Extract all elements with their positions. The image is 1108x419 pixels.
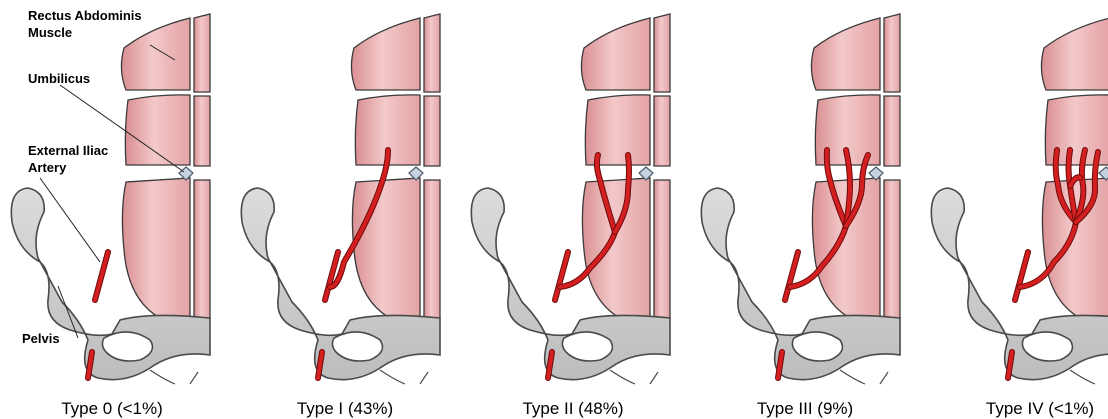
panel-caption: Type II (48%) xyxy=(522,399,623,418)
artery-label-line2: Artery xyxy=(28,160,67,175)
pubic-lines xyxy=(380,370,428,384)
rectus-label-line1: Rectus Abdominis xyxy=(28,8,142,23)
rectus-muscle xyxy=(121,14,210,318)
panel-type-3: Type III (9%) xyxy=(701,14,900,418)
pubic-lines xyxy=(610,370,658,384)
rectus-label-line2: Muscle xyxy=(28,25,72,40)
pubic-lines xyxy=(1070,370,1108,384)
pelvis-label: Pelvis xyxy=(22,331,60,346)
panel-type-2: Type II (48%) xyxy=(471,14,670,418)
panel-type-1: Type I (43%) xyxy=(241,14,440,418)
panel-caption: Type 0 (<1%) xyxy=(61,399,163,418)
panel-caption: Type IV (<1%) xyxy=(986,399,1094,418)
rectus-muscle xyxy=(351,14,440,318)
panel-type-4: Type IV (<1%) xyxy=(931,14,1108,418)
pubic-lines xyxy=(150,370,198,384)
artery-leader xyxy=(40,178,100,262)
artery-label-line1: External Iliac xyxy=(28,143,108,158)
panel-caption: Type III (9%) xyxy=(757,399,853,418)
umbilicus-label: Umbilicus xyxy=(28,71,90,86)
panel-caption: Type I (43%) xyxy=(297,399,393,418)
pubic-lines xyxy=(840,370,888,384)
